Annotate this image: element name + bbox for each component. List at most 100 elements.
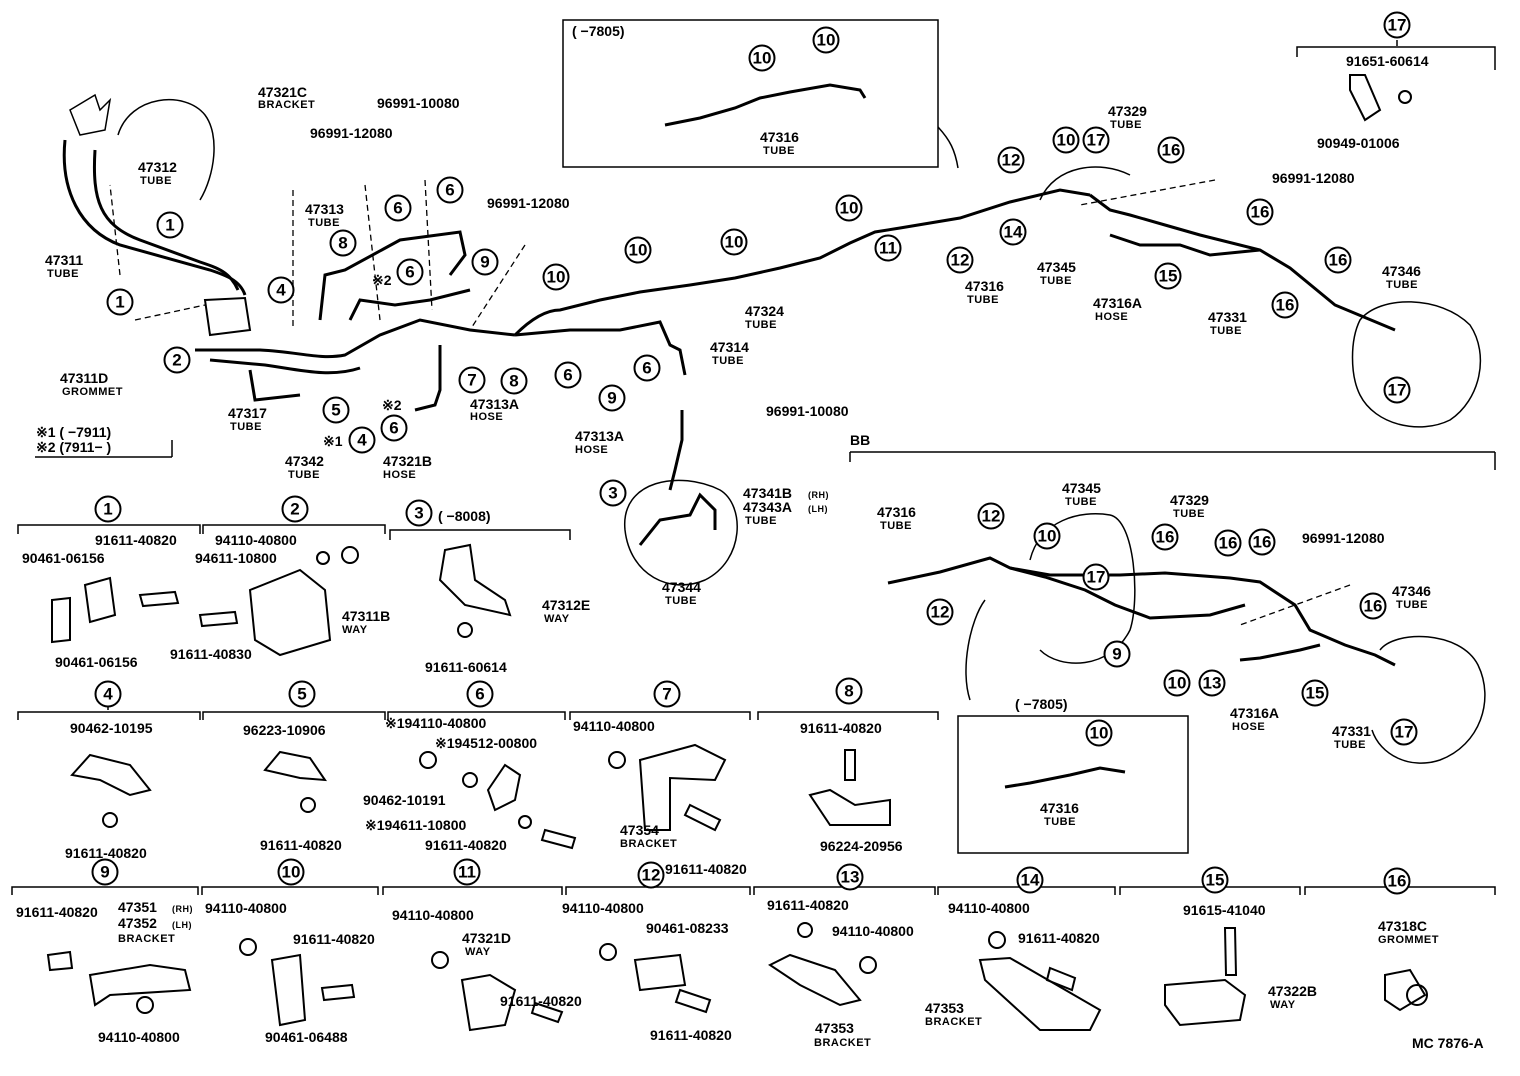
callout-6: 6 <box>554 361 582 389</box>
label-tube: TUBE <box>1396 599 1428 611</box>
callout-circle <box>835 677 863 705</box>
d13-label: BRACKET <box>814 1037 871 1049</box>
label-grommet: GROMMET <box>62 386 123 398</box>
callout-circle <box>836 863 864 891</box>
callout-circle <box>1085 719 1113 747</box>
callout-10: 10 <box>277 858 305 886</box>
callout-circle <box>1082 126 1110 154</box>
note-box <box>35 440 173 458</box>
callout-circle <box>453 858 481 886</box>
callout-circle <box>471 248 499 276</box>
callout-circle <box>500 367 528 395</box>
callout-4: 4 <box>348 426 376 454</box>
callout-circle <box>1301 679 1329 707</box>
detail-labels: 91611-40820 90461-06156 90461-06156 9411… <box>16 508 1438 1049</box>
d8-label: 91611-40820 <box>800 720 882 736</box>
label-hose: HOSE <box>575 444 608 456</box>
callout-circle <box>1082 563 1110 591</box>
callout-10: 10 <box>1052 126 1080 154</box>
callout-circle <box>1383 11 1411 39</box>
label-47331: 47331 <box>1208 309 1247 325</box>
label-47329: 47329 <box>1170 492 1209 508</box>
mark-2: ※2 <box>372 272 392 288</box>
d15-label: WAY <box>1270 999 1296 1011</box>
callout-number: 3 <box>414 504 423 523</box>
callout-6: 6 <box>380 414 408 442</box>
bb-labels: BB 47316 TUBE 47345 TUBE 47329 TUBE 9699… <box>850 432 1431 828</box>
callout-number: 8 <box>509 372 518 391</box>
callout-number: 2 <box>290 500 299 519</box>
callout-circle <box>156 211 184 239</box>
main-labels: 47312 TUBE 47311 TUBE 47311D GROMMET 473… <box>36 23 1429 607</box>
callout-number: 10 <box>547 268 566 287</box>
d3-label: ( −8008) <box>438 508 491 524</box>
mark-2: ※2 <box>382 397 402 413</box>
d9-label: 94110-40800 <box>98 1029 180 1045</box>
label-hose: HOSE <box>1232 721 1265 733</box>
callout-number: 8 <box>338 234 347 253</box>
callout-1: 1 <box>94 495 122 523</box>
inset-range: ( −7805) <box>572 23 625 39</box>
callout-number: 17 <box>1087 131 1106 150</box>
inset-top-box <box>562 19 959 169</box>
label-lh: (LH) <box>808 504 828 514</box>
label-47313A: 47313A <box>470 396 519 412</box>
callout-circle <box>1246 198 1274 226</box>
d11-label: 91611-40820 <box>500 993 582 1009</box>
label-tube: TUBE <box>967 294 999 306</box>
label-hose: HOSE <box>1095 311 1128 323</box>
d9-label: (RH) <box>172 904 193 914</box>
d14-label: 47353 <box>925 1000 964 1016</box>
callout-circle <box>624 236 652 264</box>
callout-circle <box>281 495 309 523</box>
callout-number: 13 <box>841 868 860 887</box>
d8-label: 96224-20956 <box>820 838 903 854</box>
callout-circle <box>1201 866 1229 894</box>
callout-5: 5 <box>322 396 350 424</box>
callout-circle <box>554 361 582 389</box>
d1-label: 91611-40820 <box>95 532 177 548</box>
d12-label: 90461-08233 <box>646 920 729 936</box>
callout-6: 6 <box>436 176 464 204</box>
label-47342: 47342 <box>285 453 324 469</box>
callout-circle <box>633 354 661 382</box>
label-tube: TUBE <box>745 515 777 527</box>
d14-label: 91611-40820 <box>1018 930 1100 946</box>
callout-number: 9 <box>1112 645 1121 664</box>
d12-label: 91611-40820 <box>650 1027 732 1043</box>
callout-number: 15 <box>1306 684 1325 703</box>
callout-7: 7 <box>458 366 486 394</box>
d9-label: 91611-40820 <box>16 904 98 920</box>
callout-number: 10 <box>817 31 836 50</box>
callout-number: 17 <box>1388 381 1407 400</box>
label-47321B: 47321B <box>383 453 432 469</box>
d2-label: WAY <box>342 624 368 636</box>
label-47316: 47316 <box>760 129 799 145</box>
label-tube: TUBE <box>665 595 697 607</box>
callout-number: 6 <box>563 366 572 385</box>
callout-11: 11 <box>453 858 481 886</box>
callout-6: 6 <box>384 194 412 222</box>
callout-10: 10 <box>1163 669 1191 697</box>
callout-6: 6 <box>633 354 661 382</box>
callout-6: 6 <box>466 680 494 708</box>
d6-label: 90462-10191 <box>363 792 446 808</box>
dashed-leaders <box>109 179 1351 626</box>
callout-circle <box>598 384 626 412</box>
callout-number: 14 <box>1021 871 1040 890</box>
callout-number: 3 <box>608 484 617 503</box>
label-47329: 47329 <box>1108 103 1147 119</box>
label-47316: 47316 <box>965 278 1004 294</box>
callout-circle <box>1198 669 1226 697</box>
label-47344: 47344 <box>662 579 701 595</box>
d7-label: 94110-40800 <box>573 718 655 734</box>
callout-number: 10 <box>725 233 744 252</box>
label-tube: TUBE <box>288 469 320 481</box>
callout-15: 15 <box>1154 262 1182 290</box>
label-tube: TUBE <box>1386 279 1418 291</box>
callout-number: 5 <box>331 401 340 420</box>
d5-label: 91611-40820 <box>260 837 342 853</box>
label-tube: TUBE <box>47 268 79 280</box>
callout-2: 2 <box>163 346 191 374</box>
